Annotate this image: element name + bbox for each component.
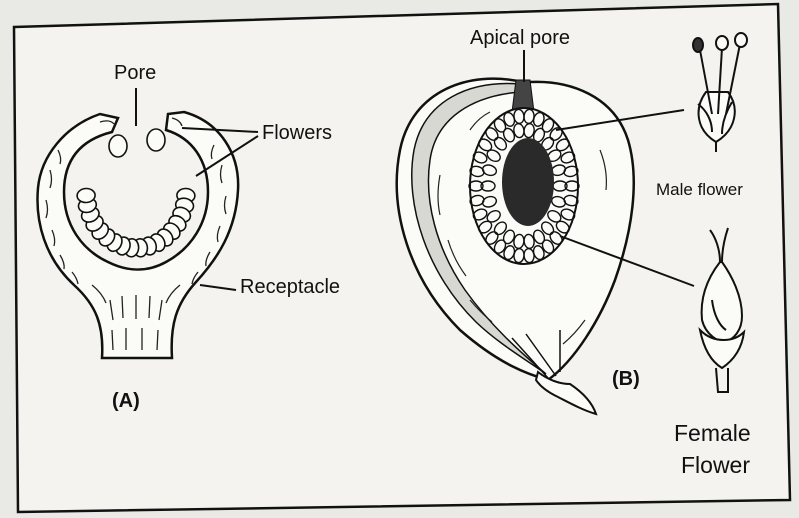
flower-oval: [147, 129, 165, 151]
female-flower-label-line1: Female: [674, 420, 751, 447]
receptacle-label: Receptacle: [240, 276, 340, 299]
panel-a-caption: (A): [112, 390, 140, 413]
fig-cavity-core: [502, 138, 554, 226]
panel-b-caption: (B): [612, 368, 640, 391]
male-flower-label: Male flower: [656, 180, 743, 200]
apical-pore-label: Apical pore: [470, 27, 570, 50]
flower-oval: [77, 188, 96, 203]
pore-label: Pore: [114, 62, 156, 85]
female-flower-label-line2: Flower: [681, 452, 750, 479]
flower-oval: [109, 135, 127, 157]
flowers-label: Flowers: [262, 122, 332, 145]
